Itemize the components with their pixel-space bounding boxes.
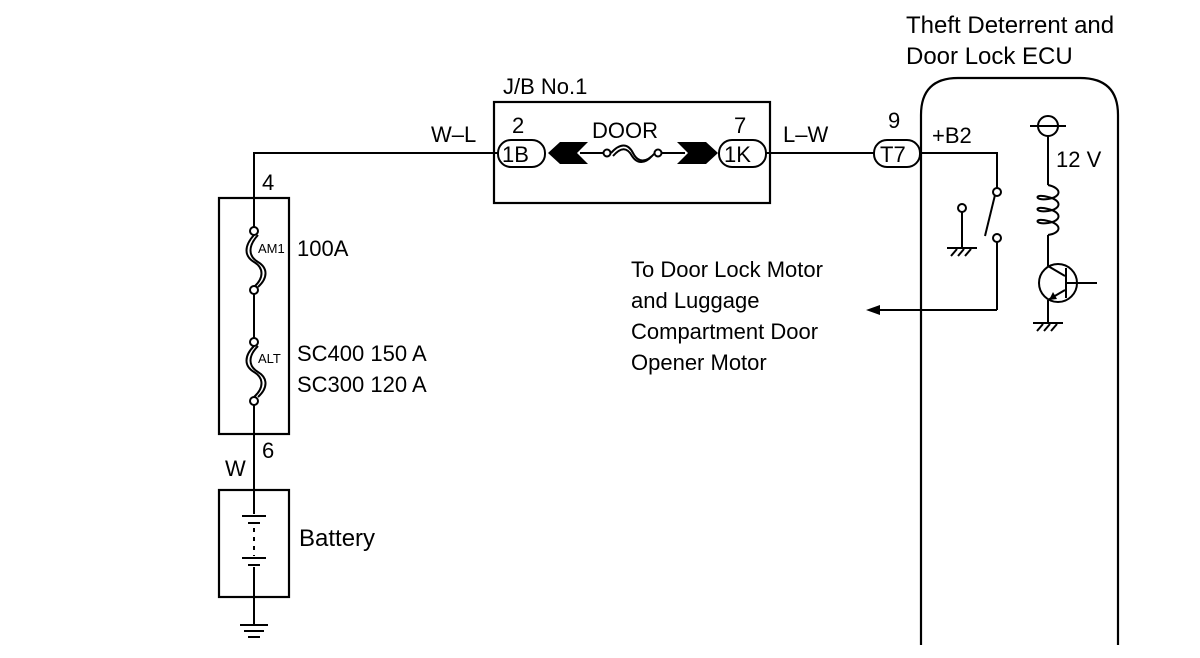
ecu-ground-icon-1: [947, 247, 977, 257]
connector-1k-label: 1K: [724, 142, 751, 167]
note-line2: and Luggage: [631, 288, 759, 313]
ecu-title-line2: Door Lock ECU: [906, 43, 1073, 70]
alt-fuse-icon: [245, 345, 263, 398]
fuse-door-terminal-right: [653, 148, 663, 158]
am1-rating: 100A: [297, 236, 349, 261]
relay-coil-icon: [1036, 184, 1060, 236]
note-line4: Opener Motor: [631, 350, 767, 375]
connector-1b: [497, 139, 546, 168]
am1-tag: AM1: [258, 241, 285, 256]
alt-rating-sc300: SC300 120 A: [297, 372, 427, 397]
wire-label-w: W: [225, 456, 246, 481]
fuse-door-icon-outline: [612, 148, 653, 163]
ecu-outline: [919, 76, 1120, 645]
note-line1: To Door Lock Motor: [631, 257, 823, 282]
fuse-door-terminal-left: [602, 148, 612, 158]
voltage-label: 12 V: [1056, 147, 1102, 172]
alt-terminal-bottom: [249, 396, 259, 406]
relay-switch-arm: [984, 194, 996, 237]
connector-t7-label: T7: [880, 142, 906, 167]
battery-icon: [242, 490, 266, 597]
connector-1b-label: 1B: [502, 142, 529, 167]
connector-1b-pin: 2: [512, 113, 524, 138]
supply-label-b2: +B2: [932, 123, 972, 148]
battery-label: Battery: [299, 525, 375, 552]
fusible-bottom-pin: 6: [262, 438, 274, 463]
relay-ground-contact: [957, 203, 967, 213]
am1-terminal-top: [249, 226, 259, 236]
ecu-title-line1: Theft Deterrent and: [906, 12, 1114, 39]
wire-label-w-l: W–L: [431, 122, 476, 147]
am1-terminal-bottom: [249, 285, 259, 295]
jb-right-connector-shape: [677, 142, 718, 164]
alt-rating-sc400: SC400 150 A: [297, 341, 427, 366]
note-line3: Compartment Door: [631, 319, 818, 344]
am1-fuse-icon-inner: [249, 234, 267, 288]
fuse-door-label: DOOR: [592, 118, 658, 143]
transistor-emitter-arrow: [1049, 292, 1057, 300]
transistor-collector: [1047, 265, 1066, 277]
battery-ground-icon: [240, 624, 268, 638]
alt-tag: ALT: [258, 351, 281, 366]
alt-terminal-top: [249, 337, 259, 347]
relay-contact-top: [992, 187, 1002, 197]
ecu-ground-icon-2: [1033, 322, 1063, 332]
fusible-top-pin: 4: [262, 170, 274, 195]
wire-b2-internal: [920, 152, 998, 188]
arrow-to-motors: [866, 305, 880, 315]
relay-contact-bottom: [992, 233, 1002, 243]
connector-1k-pin: 7: [734, 113, 746, 138]
am1-fuse-icon: [245, 234, 263, 288]
wire-w-l: [253, 152, 498, 200]
junction-block-title: J/B No.1: [503, 74, 587, 99]
connector-t7-pin: 9: [888, 108, 900, 133]
jb-left-connector-shape: [548, 142, 588, 164]
wire-label-l-w: L–W: [783, 122, 828, 147]
alt-fuse-icon-inner: [249, 345, 267, 398]
